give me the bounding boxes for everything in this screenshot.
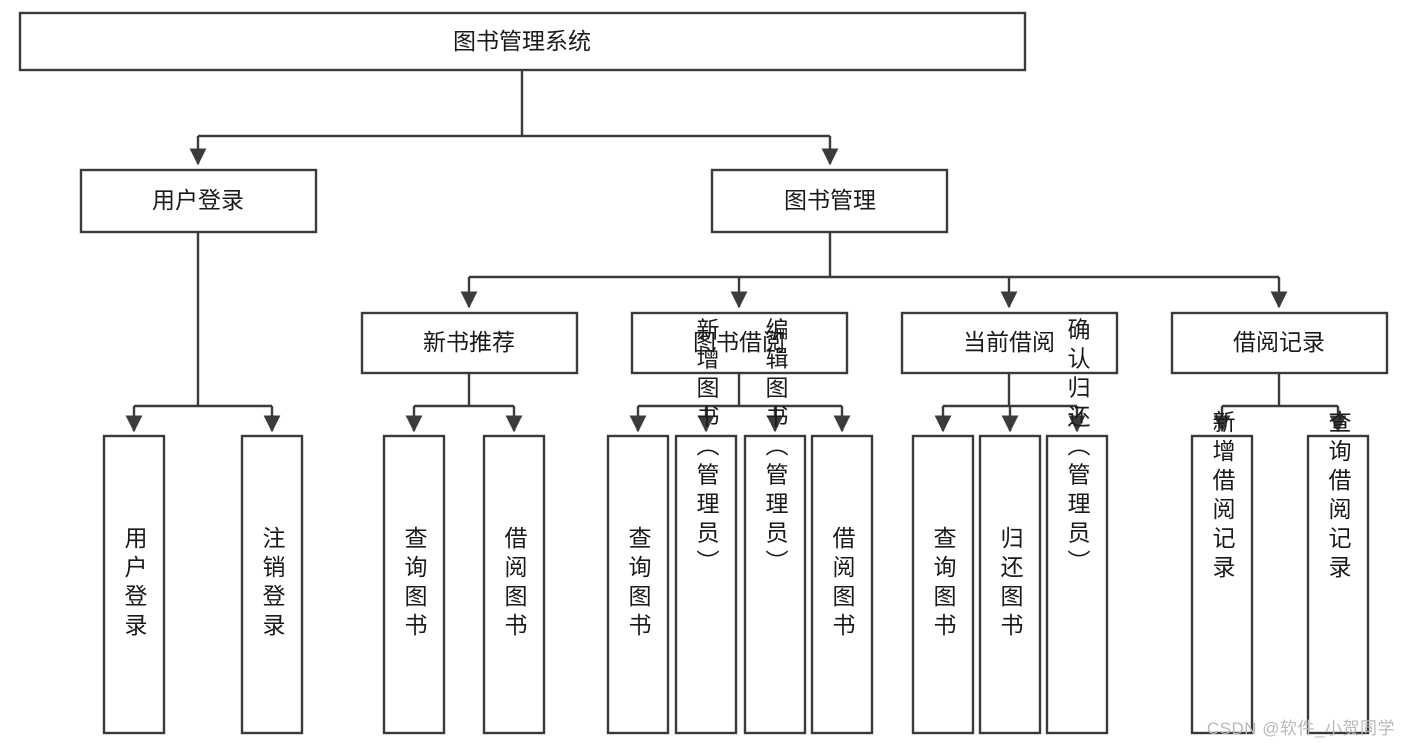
node-bookmgmt-box[interactable] <box>710 168 949 234</box>
node-leaf11-label: 确认归还（管理员） <box>1064 318 1091 579</box>
node-leaf13[interactable]: 查询借阅记录 <box>1306 410 1370 735</box>
node-newbook-box[interactable] <box>360 311 579 375</box>
node-login[interactable]: 用户登录 <box>79 168 318 234</box>
node-leaf9-box[interactable] <box>911 434 975 735</box>
node-login-box[interactable] <box>79 168 318 234</box>
node-root[interactable]: 图书管理系统 <box>18 11 1027 72</box>
node-leaf1-box[interactable] <box>102 434 166 735</box>
node-borrow-box[interactable] <box>630 311 849 375</box>
node-leaf9-label: 查询图书 <box>930 526 957 642</box>
node-leaf3-box[interactable] <box>382 434 446 735</box>
node-leaf1-label: 用户登录 <box>121 526 148 642</box>
node-borrow[interactable]: 图书借阅 <box>630 311 849 375</box>
node-leaf8-label: 借阅图书 <box>829 526 856 642</box>
edge-layer <box>125 70 1347 433</box>
node-leaf4-label: 借阅图书 <box>501 526 528 642</box>
node-leaf7-box[interactable] <box>743 434 807 735</box>
node-current-box[interactable] <box>900 311 1119 375</box>
node-root-label: 图书管理系统 <box>453 28 591 54</box>
node-leaf4[interactable]: 借阅图书 <box>482 434 546 735</box>
node-leaf3[interactable]: 查询图书 <box>382 434 446 735</box>
node-current-label: 当前借阅 <box>963 329 1055 355</box>
node-leaf12[interactable]: 新增借阅记录 <box>1190 410 1254 735</box>
node-leaf2-label: 注销登录 <box>259 526 286 642</box>
node-leaf5-box[interactable] <box>606 434 670 735</box>
node-borrow-label: 图书借阅 <box>693 329 785 355</box>
node-leaf6-label: 新增图书（管理员） <box>693 318 720 579</box>
node-leaf2[interactable]: 注销登录 <box>240 434 304 735</box>
node-leaf6[interactable]: 新增图书（管理员） <box>674 318 738 735</box>
node-leaf7[interactable]: 编辑图书（管理员） <box>743 318 807 735</box>
node-records-label: 借阅记录 <box>1233 329 1325 355</box>
node-leaf5-label: 查询图书 <box>625 526 652 642</box>
node-bookmgmt[interactable]: 图书管理 <box>710 168 949 234</box>
node-leaf10[interactable]: 归还图书 <box>978 434 1042 735</box>
node-leaf10-label: 归还图书 <box>997 526 1024 642</box>
node-leaf8-box[interactable] <box>810 434 874 735</box>
node-leaf2-box[interactable] <box>240 434 304 735</box>
node-records-box[interactable] <box>1170 311 1389 375</box>
node-login-label: 用户登录 <box>152 187 244 213</box>
node-leaf13-box[interactable] <box>1306 434 1370 735</box>
node-leaf3-label: 查询图书 <box>401 526 428 642</box>
node-newbook-label: 新书推荐 <box>423 329 515 355</box>
node-leaf9[interactable]: 查询图书 <box>911 434 975 735</box>
node-leaf5[interactable]: 查询图书 <box>606 434 670 735</box>
node-leaf6-box[interactable] <box>674 434 738 735</box>
node-leaf11-box[interactable] <box>1045 434 1109 735</box>
node-leaf13-label: 查询借阅记录 <box>1325 410 1352 584</box>
node-records[interactable]: 借阅记录 <box>1170 311 1389 375</box>
node-leaf11[interactable]: 确认归还（管理员） <box>1045 318 1109 735</box>
node-newbook[interactable]: 新书推荐 <box>360 311 579 375</box>
node-root-box[interactable] <box>18 11 1027 72</box>
node-leaf8[interactable]: 借阅图书 <box>810 434 874 735</box>
node-leaf10-box[interactable] <box>978 434 1042 735</box>
node-leaf1[interactable]: 用户登录 <box>102 434 166 735</box>
node-leaf12-box[interactable] <box>1190 434 1254 735</box>
node-bookmgmt-label: 图书管理 <box>784 187 876 213</box>
node-leaf7-label: 编辑图书（管理员） <box>762 318 789 579</box>
node-leaf12-label: 新增借阅记录 <box>1209 410 1236 584</box>
node-leaf4-box[interactable] <box>482 434 546 735</box>
node-current[interactable]: 当前借阅 <box>900 311 1119 375</box>
